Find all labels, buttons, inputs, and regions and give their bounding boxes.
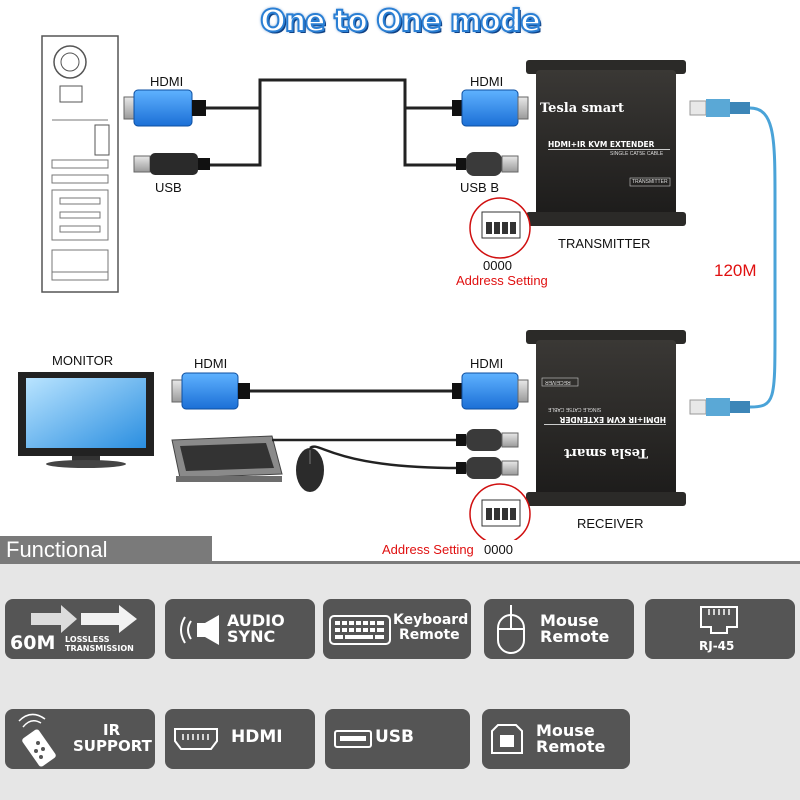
rx-address-label: Address Setting [382,542,474,557]
cable-distance: 120M [714,261,757,280]
feature-keyboard-remote: Keyboard Remote [323,599,471,659]
feature-mouse-line1: Mouse [540,611,599,630]
mouse [296,448,324,492]
tx-usbb-connector [456,152,519,176]
section-divider [212,561,800,564]
speaker-icon [180,615,219,645]
pc-usb-connector [133,153,210,175]
tx-dip-switch [469,197,531,259]
monitor-label: MONITOR [52,353,114,368]
tx-usbb-label: USB B [460,180,500,195]
rx-dip-switch [469,483,531,540]
section-title: Functional [0,536,212,564]
monitor-hdmi-connector [171,372,250,410]
feature-audio-sync: AUDIO SYNC [165,599,315,659]
rx-badge: RECEIVER [545,379,571,385]
rj45-connector-top [689,99,750,117]
rx-address-code: 0000 [484,542,513,557]
feature-ir-line1: IR [103,721,121,739]
connection-diagram [18,35,777,540]
rx-usb-connector-2 [456,457,519,479]
feature-60m-small1: LOSSLESS [65,635,110,644]
rx-product-sub: SINGLE CAT5E CABLE [548,406,602,412]
feature-hdmi: HDMI [165,709,315,769]
tx-product-line: HDMI+IR KVM EXTENDER [548,140,670,150]
tx-address-label: Address Setting [456,273,548,288]
rx-hdmi-label: HDMI [470,356,504,371]
receiver-label: RECEIVER [577,516,644,531]
feature-usb-label: USB [375,727,415,747]
receiver-box [526,330,686,506]
rj45-connector-bottom [689,398,750,416]
feature-audio-line2: SYNC [227,627,276,646]
tx-brand: Tesla smart [540,101,625,116]
feature-rj45: RJ-45 [645,599,795,659]
monitor [18,372,154,468]
rx-hdmi-connector [452,372,529,410]
feature-60m-small2: TRANSMISSION [65,644,134,653]
hdmi-port-icon [174,728,218,750]
usb-port-icon [334,730,372,748]
transmitter-label: TRANSMITTER [558,236,651,251]
feature-60m-value: 60M [10,632,56,654]
pc-hdmi-connector [123,89,206,127]
feature-usb: USB [325,709,470,769]
feature-mouse-remote-2: Mouse Remote [482,709,630,769]
pc-tower [41,35,119,293]
feature-mouse-line2: Remote [540,627,610,646]
rx-brand: Tesla smart [563,445,648,460]
pc-usb-label: USB [155,180,182,195]
rx-usb-connector-1 [456,429,519,451]
feature-keyboard-line1: Keyboard [393,612,469,628]
feature-mouse2-line2: Remote [536,737,606,756]
top-cables [206,78,460,167]
mouse-icon [497,605,525,654]
monitor-hdmi-label: HDMI [194,356,228,371]
tx-hdmi-label: HDMI [470,74,504,89]
tx-address-code: 0000 [483,258,512,273]
keyboard-icon [329,615,391,645]
feature-mouse2-line1: Mouse [536,721,595,740]
feature-keyboard-line2: Remote [399,627,460,643]
feature-mouse-remote: Mouse Remote [484,599,634,659]
feature-rj45-label: RJ-45 [699,639,735,653]
feature-ir-support: IR SUPPORT [5,709,155,769]
feature-hdmi-label: HDMI [231,727,283,747]
diagram-title: One to One mode [259,3,541,40]
feature-audio-line1: AUDIO [227,611,285,630]
tx-product-sub: SINGLE CAT5E CABLE [610,151,664,157]
tx-badge: TRANSMITTER [632,179,668,185]
keyboard [171,435,283,482]
feature-60m-transmission: 60M LOSSLESS TRANSMISSION [5,599,155,659]
transmitter-box [526,60,686,226]
usb-cables-bottom [272,438,461,470]
usb-b-port-icon [491,724,523,754]
pc-hdmi-label: HDMI [150,74,184,89]
arrow-icon [31,605,137,633]
tx-hdmi-connector [452,89,529,127]
feature-ir-line2: SUPPORT [73,737,152,755]
ir-remote-icon [18,713,56,767]
rj45-port-icon [700,606,738,634]
rx-product-line: HDMI+IR KVM EXTENDER [544,415,666,425]
network-cable [749,106,777,409]
